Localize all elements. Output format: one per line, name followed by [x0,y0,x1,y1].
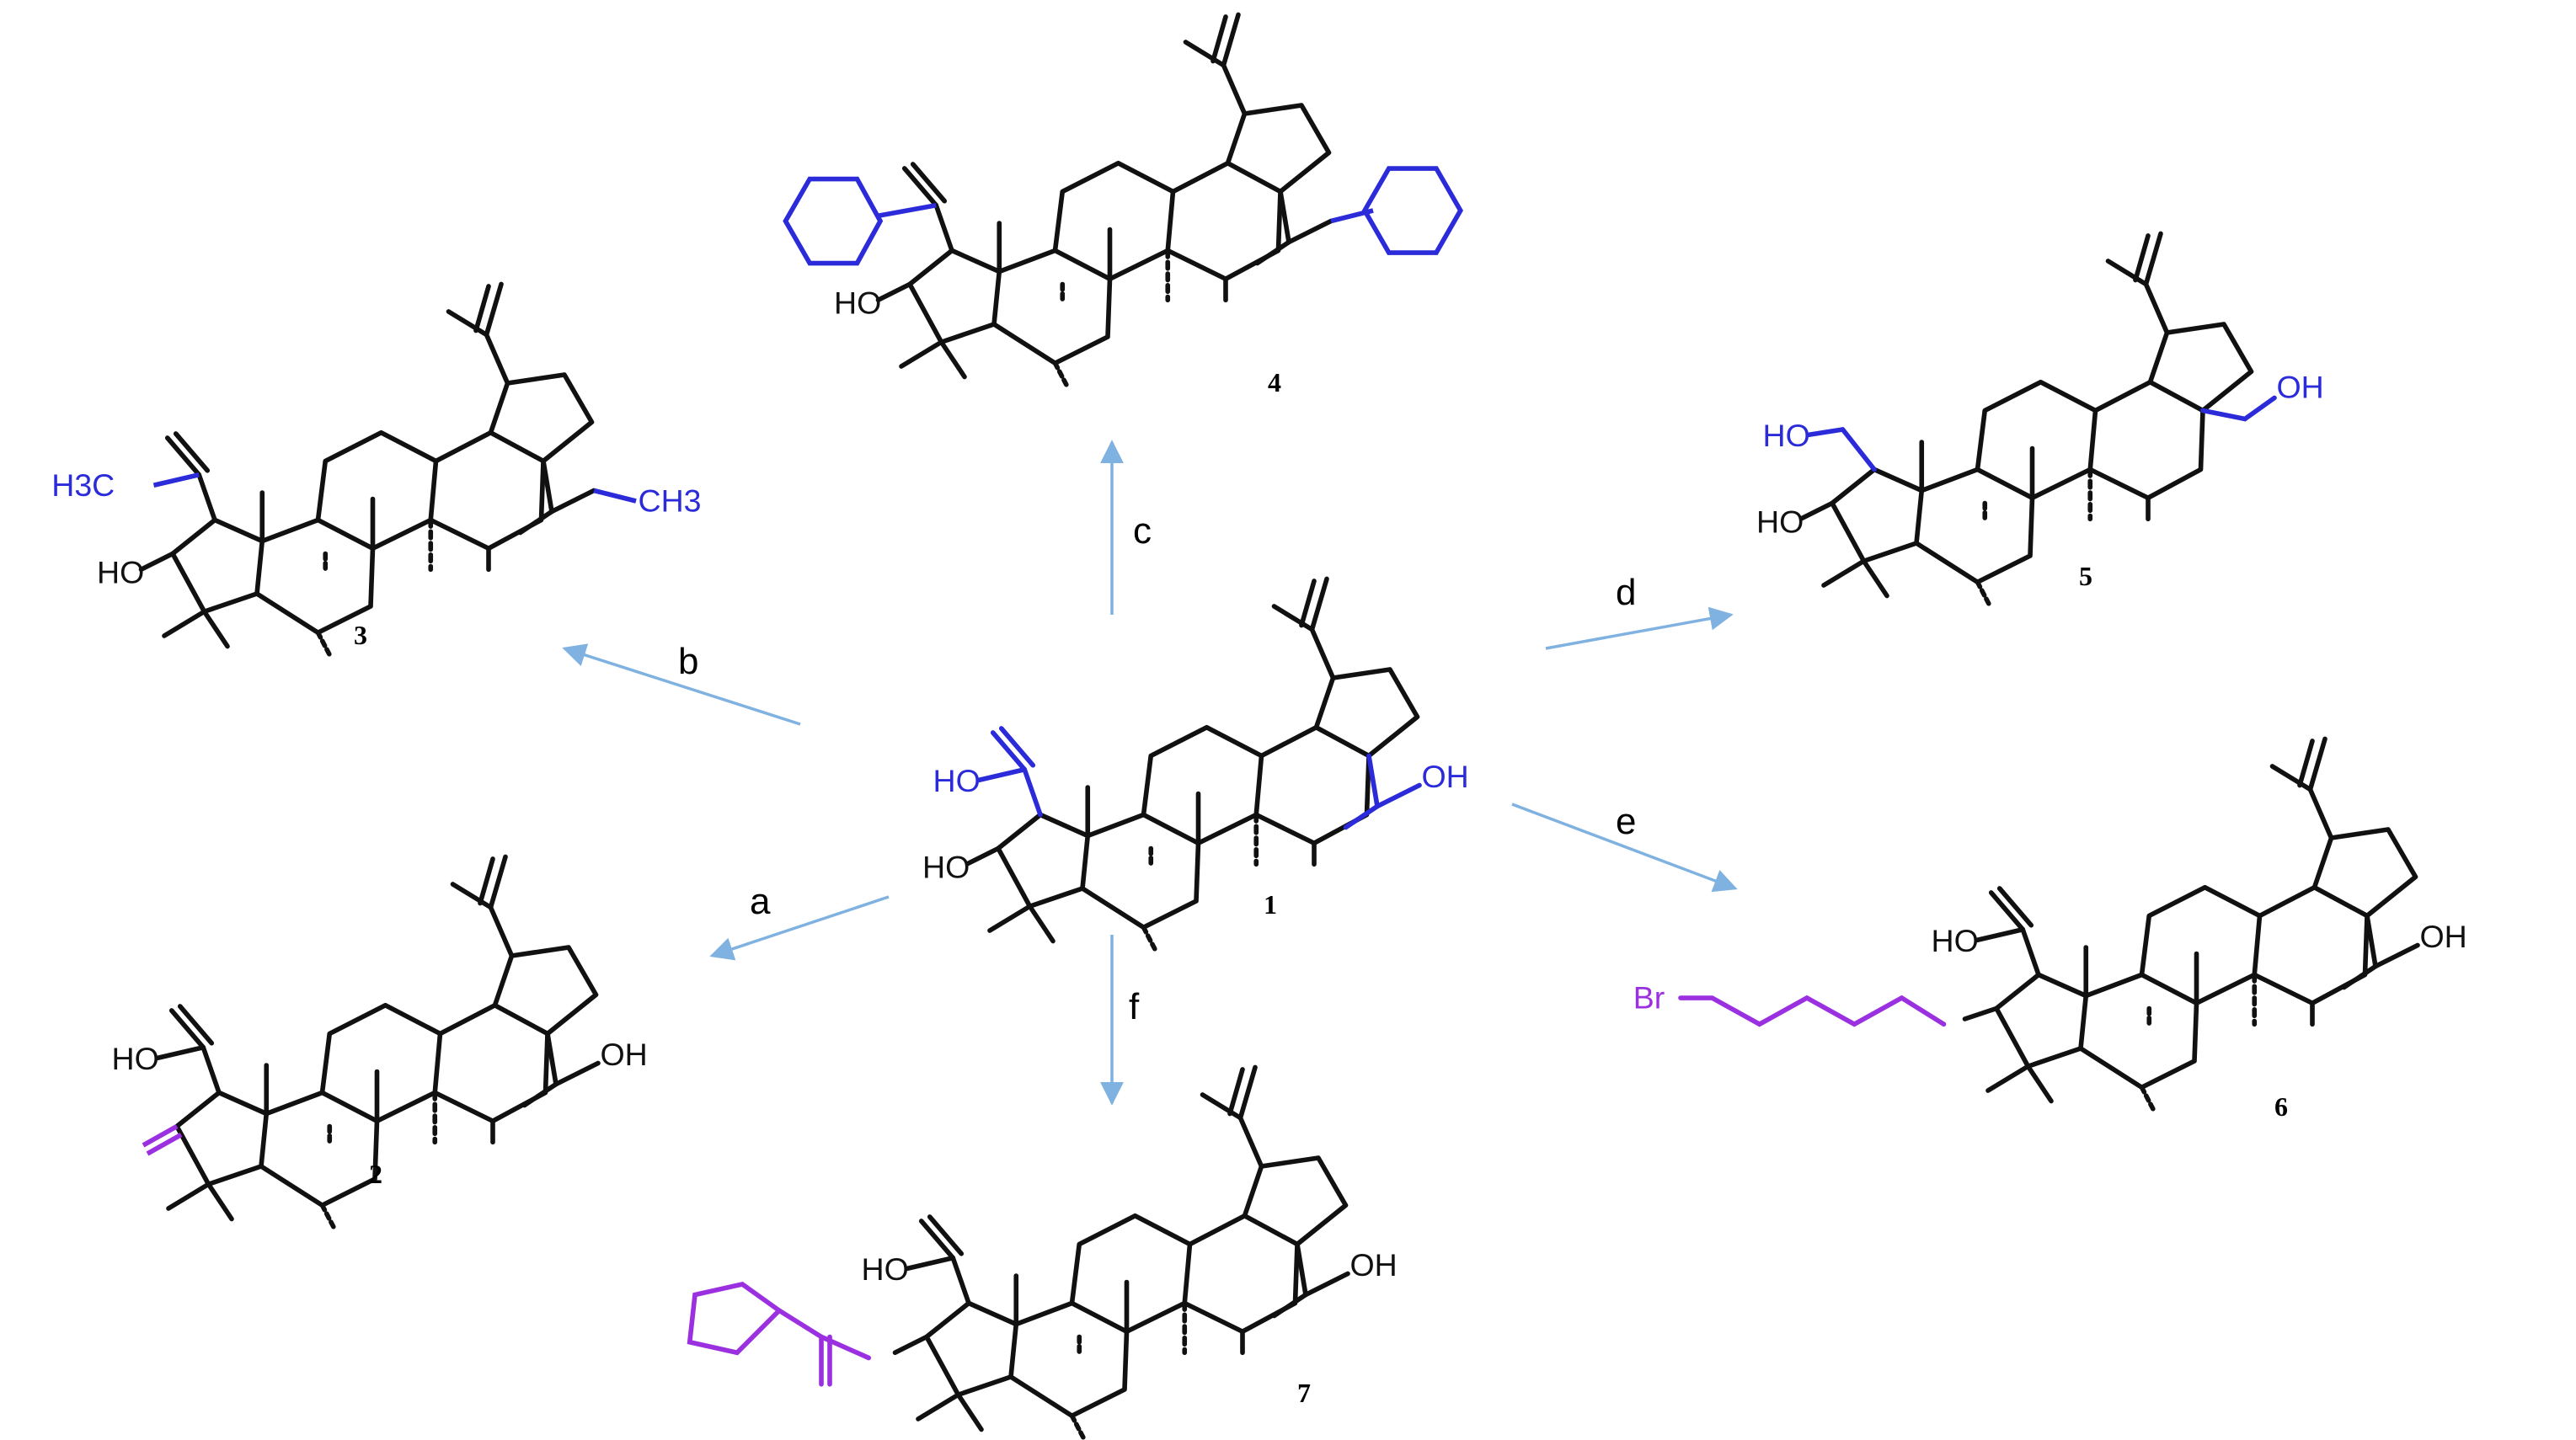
compound-6-number: 6 [2274,1091,2288,1122]
compound-7-acid-left: HO [862,1251,909,1287]
compound-4-number: 4 [1268,367,1281,397]
step-label-e: e [1616,801,1636,842]
compound-7-number: 7 [1297,1378,1311,1408]
step-label-c: c [1133,510,1152,552]
compound-3: H3C CH3 HO [51,285,702,658]
compound-4: HO [783,15,1463,388]
compound-2-acid-right: OH [601,1037,648,1072]
arrow-d [1545,606,1734,650]
compound-6-bromide: Br [1633,980,1665,1016]
compound-3-hydroxyl: HO [97,555,144,590]
compound-7-acid-right: OH [1350,1247,1398,1283]
step-label-d: d [1616,572,1636,613]
compound-6: HO OH Br [1633,739,2467,1112]
compound-1-acid-left: HO [933,763,981,798]
compound-1-number: 1 [1264,889,1277,920]
compound-5: HO OH HO [1756,234,2324,607]
compound-1-acid-right: OH [1422,759,1469,794]
compound-3-ester-left: H3C [51,467,115,503]
compound-2-number: 2 [369,1159,382,1189]
arrow-a [709,895,890,961]
step-label-a: a [750,881,771,922]
compound-6-acid-left: HO [1932,923,1979,958]
arrow-b [562,643,801,726]
step-label-b: b [678,641,698,682]
compound-5-hydroxyl: HO [1756,504,1804,540]
step-label-f: f [1129,986,1140,1027]
compound-5-alcohol-left: HO [1763,418,1810,453]
compound-2: HO OH [112,857,648,1230]
compound-1-hydroxyl: HO [922,850,970,885]
compound-5-alcohol-right: OH [2277,370,2324,405]
compound-7: HO OH [687,1068,1398,1440]
arrow-e [1511,803,1738,893]
compound-3-number: 3 [354,620,367,650]
compound-2-acid-left: HO [112,1041,159,1076]
compound-5-number: 5 [2079,561,2092,591]
compound-4-hydroxyl: HO [834,285,881,321]
compound-3-ester-right: CH3 [639,483,702,519]
reaction-arrows [562,440,1738,1106]
compound-1: HO OH HO [922,579,1469,952]
compound-6-acid-right: OH [2420,919,2467,954]
